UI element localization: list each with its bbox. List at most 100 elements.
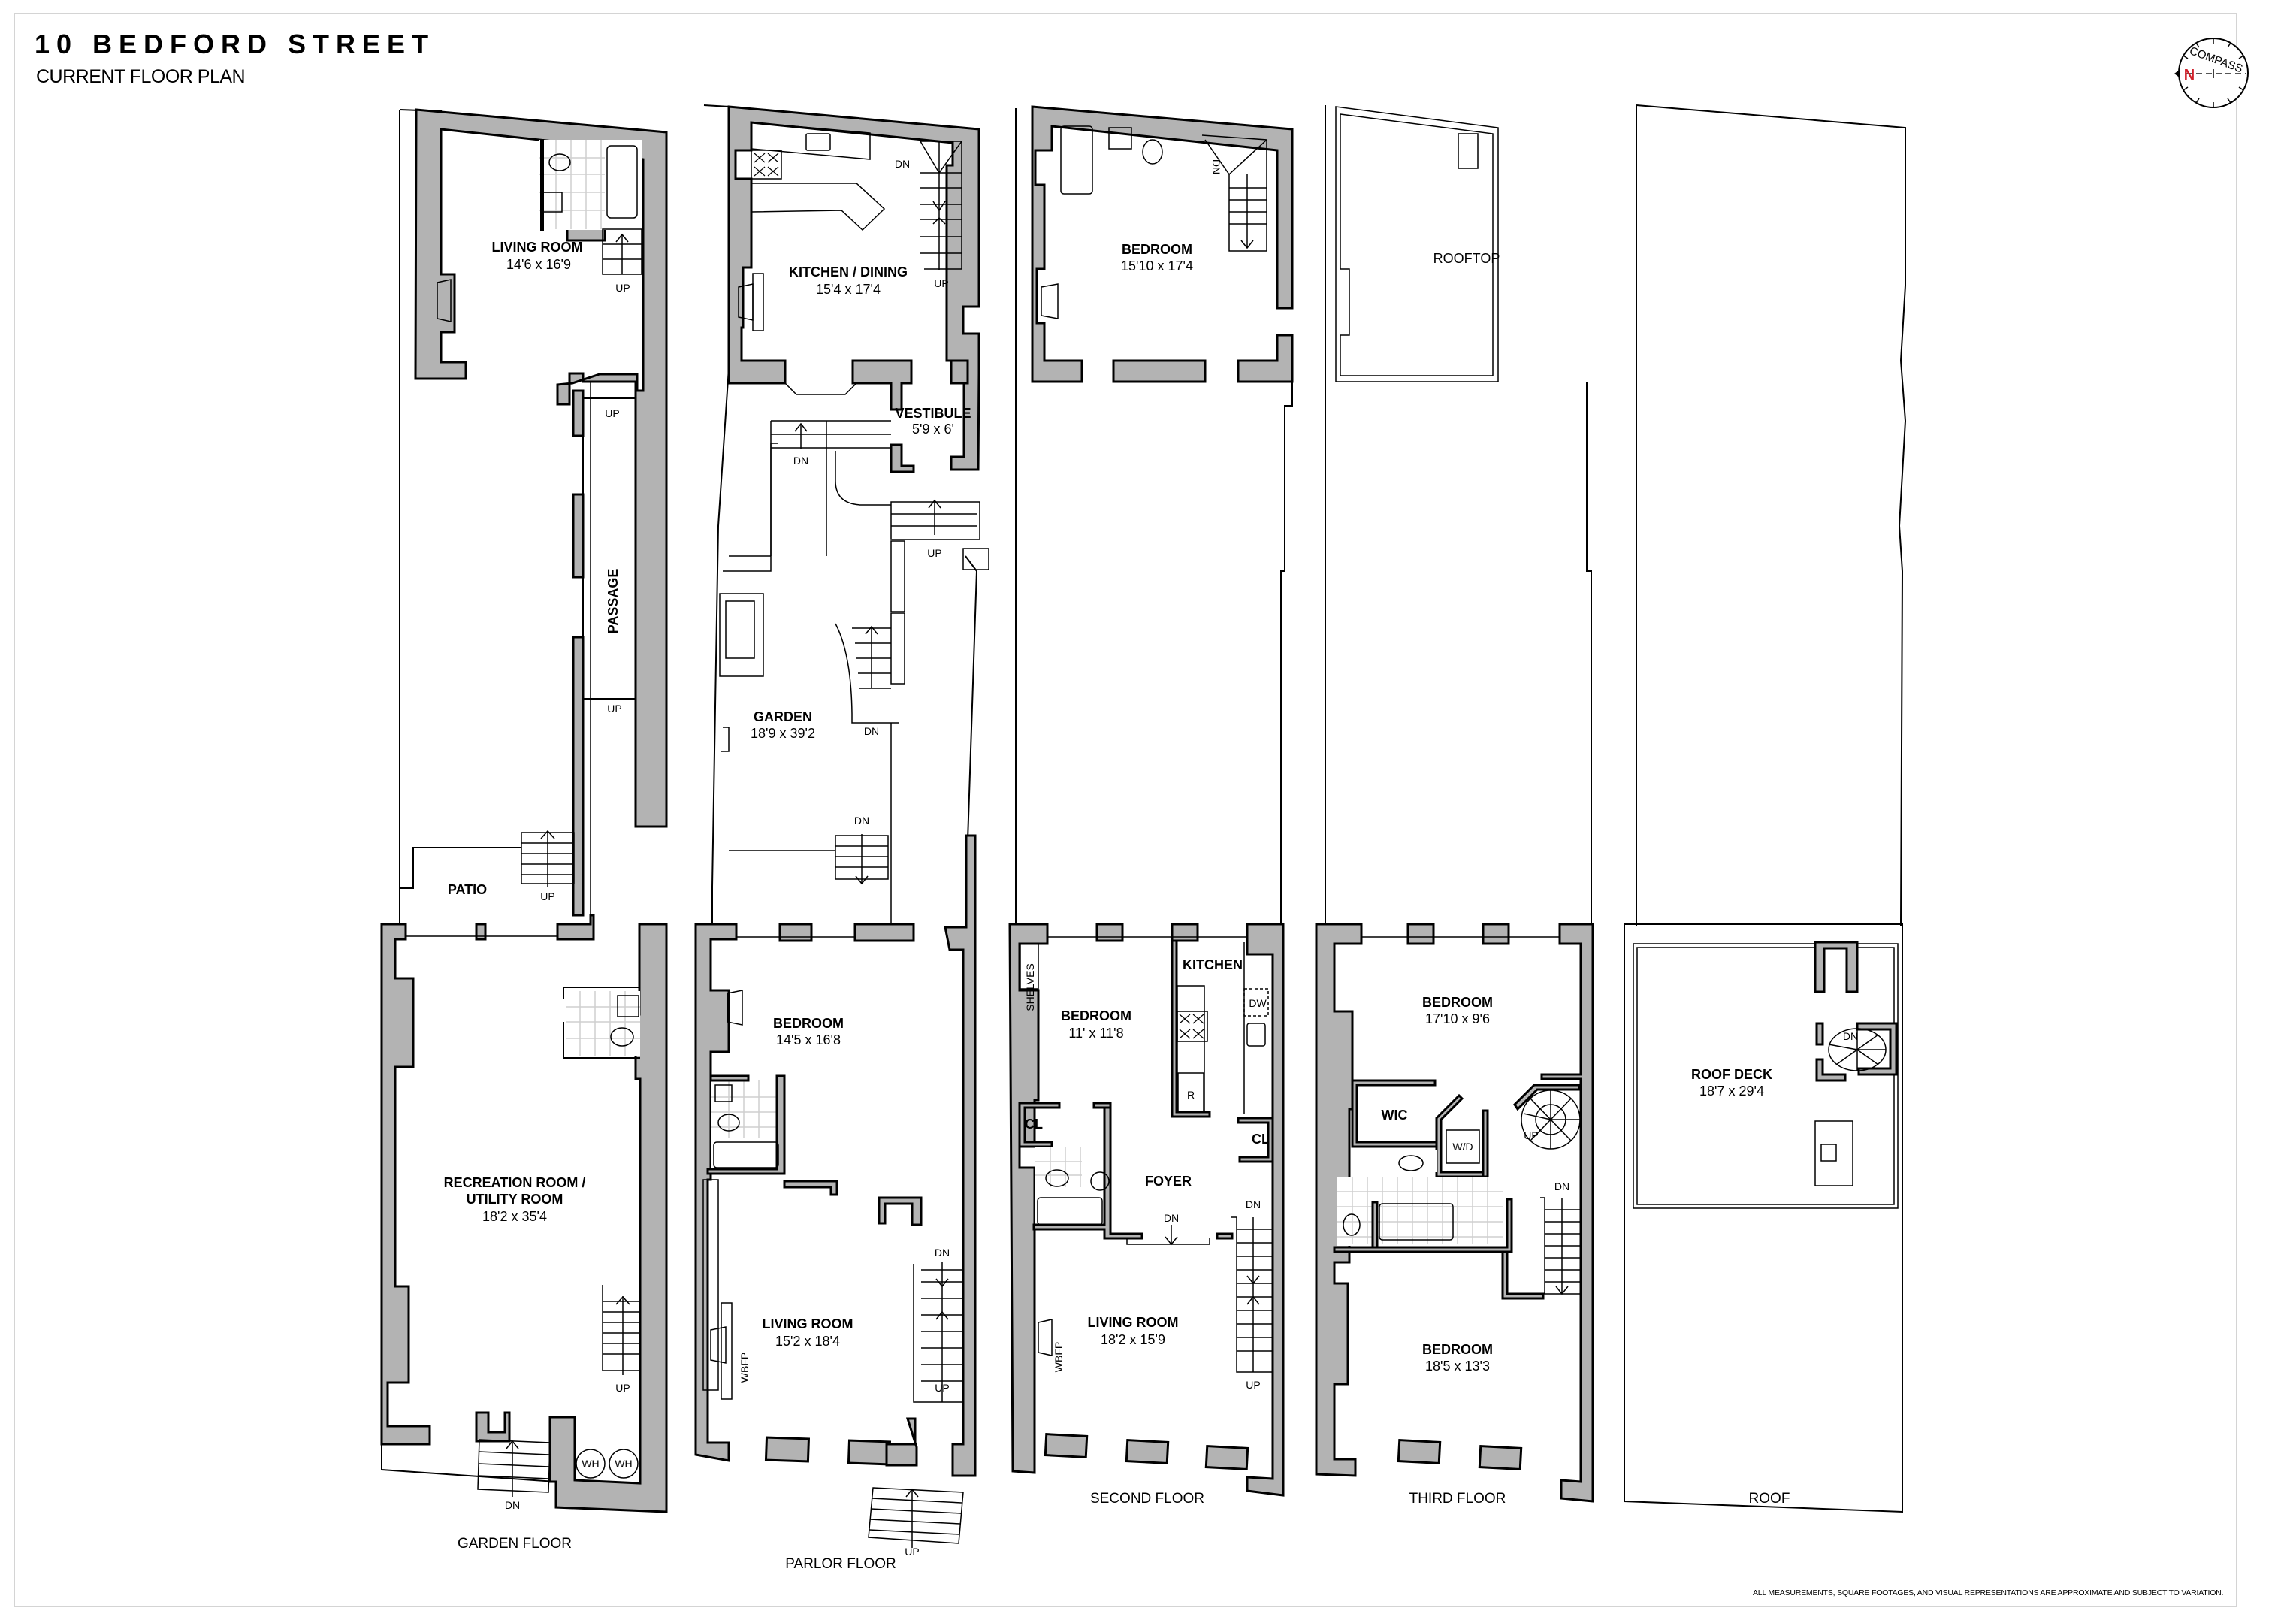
stair-up-label: UP — [935, 1382, 949, 1394]
dishwasher-icon — [1243, 988, 1269, 1017]
room-dim-roof-deck: 18'7 x 29'4 — [1699, 1084, 1764, 1099]
room-name-second-rear-bedroom: BEDROOM — [1122, 242, 1192, 257]
outdoor-kitchen-counter — [1814, 1120, 1853, 1186]
stove-icon — [751, 150, 782, 180]
water-heater-label: WH — [582, 1458, 599, 1470]
room-name-recreation: RECREATION ROOM / — [444, 1175, 586, 1190]
stair-up-label: UP — [615, 282, 630, 294]
room-dim-second-rear-bedroom: 15'10 x 17'4 — [1121, 258, 1193, 274]
stair-down-label: DN — [793, 455, 808, 467]
third-floor-plan: ROOFTOP BEDROOM 17'10 x 9'6 WIC W/D — [1315, 105, 1594, 1507]
room-name-closet: CL — [1025, 1117, 1043, 1132]
floor-label-garden: GARDEN FLOOR — [458, 1536, 572, 1552]
sink-icon — [1820, 1144, 1837, 1162]
bathtub-icon — [1037, 1197, 1103, 1226]
fireplace-icon — [1038, 1319, 1053, 1356]
stove-icon — [1177, 1011, 1208, 1042]
toilet-icon — [718, 1114, 740, 1132]
refrigerator-icon — [1177, 1072, 1204, 1113]
room-name-wic: WIC — [1382, 1108, 1408, 1123]
water-heater-label: WH — [615, 1458, 632, 1470]
stair-up-label: UP — [1524, 1129, 1538, 1141]
room-name-vestibule: VESTIBULE — [895, 406, 971, 421]
third-bathroom — [1333, 1150, 1513, 1253]
room-dim-second-living: 18'2 x 15'9 — [1101, 1332, 1165, 1347]
fireplace-icon — [437, 279, 452, 322]
stair-down-label: DN — [505, 1499, 520, 1511]
stair-up-label: UP — [605, 407, 619, 419]
refrigerator-label: R — [1187, 1089, 1195, 1101]
dishwasher-label: DW — [1249, 997, 1267, 1009]
fireplace-label: WBFP — [1053, 1342, 1065, 1372]
room-dim-garden-living: 14'6 x 16'9 — [506, 257, 571, 272]
water-heater-icon — [576, 1449, 606, 1479]
room-dim-vestibule: 5'9 x 6' — [912, 422, 954, 437]
bathtub-icon — [713, 1141, 779, 1168]
stair-up-label: UP — [927, 547, 941, 559]
garden-floor-plan: UP LIVING ROOM 14'6 x 16'9 UP PASSAGE UP… — [380, 108, 668, 1552]
room-name-garden: GARDEN — [754, 709, 812, 724]
sink-icon — [1108, 127, 1132, 150]
compass-north-label: N — [2184, 67, 2195, 83]
room-name-rooftop: ROOFTOP — [1433, 251, 1500, 266]
sink-icon — [1398, 1155, 1424, 1171]
property-title: 10 BEDFORD STREET — [35, 29, 436, 59]
room-name-second-bedroom: BEDROOM — [1061, 1008, 1131, 1023]
stair-down-label: DN — [1210, 159, 1222, 174]
stair-down-label: DN — [1554, 1180, 1569, 1192]
toilet-icon — [548, 153, 571, 171]
floor-label-roof: ROOF — [1749, 1491, 1790, 1507]
room-name-passage: PASSAGE — [606, 569, 621, 634]
room-name-utility: UTILITY ROOM — [467, 1192, 563, 1207]
room-dim-kitchen-dining: 15'4 x 17'4 — [816, 282, 881, 297]
roof-plan: DN ROOF DECK 18'7 x 29'4 ROOF — [1624, 104, 1907, 1513]
fireplace-icon — [1041, 283, 1059, 319]
bathtub-icon — [1379, 1203, 1454, 1241]
stair-up-label: UP — [607, 703, 621, 715]
garden-bathroom — [539, 139, 642, 231]
washer-dryer-icon — [1446, 1129, 1480, 1164]
sink-icon — [1246, 1023, 1266, 1047]
room-name-kitchen-dining: KITCHEN / DINING — [789, 264, 908, 280]
room-dim-parlor-living: 15'2 x 18'4 — [775, 1334, 840, 1349]
room-name-second-kitchen: KITCHEN — [1183, 957, 1243, 972]
stair-down-label: DN — [935, 1247, 950, 1259]
stair-up-label: UP — [540, 890, 554, 902]
room-name-third-bedroom-rear: BEDROOM — [1422, 1342, 1493, 1357]
stair-up-label: UP — [934, 277, 948, 289]
room-dim-third-bedroom-front: 17'10 x 9'6 — [1425, 1011, 1490, 1026]
compass-icon: N COMPASS — [2174, 38, 2249, 108]
second-bathroom — [1032, 1105, 1143, 1240]
room-dim-parlor-bedroom: 14'5 x 16'8 — [776, 1032, 841, 1047]
washer-dryer-label: W/D — [1452, 1141, 1473, 1153]
fireplace-icon — [727, 990, 743, 1026]
stair-up-label: UP — [905, 1546, 919, 1558]
floor-label-third: THIRD FLOOR — [1409, 1491, 1506, 1507]
floor-label-second: SECOND FLOOR — [1090, 1491, 1204, 1507]
second-floor-plan: DN BEDROOM 15'10 x 17'4 SHELVES BEDROOM … — [1008, 105, 1294, 1507]
stair-down-label: DN — [1164, 1212, 1179, 1224]
room-name-foyer: FOYER — [1145, 1174, 1192, 1189]
toilet-icon — [610, 1027, 634, 1047]
sink-icon — [542, 192, 563, 213]
room-dim-recreation: 18'2 x 35'4 — [482, 1209, 547, 1224]
stair-down-label: DN — [854, 815, 869, 827]
stair-down-label: DN — [895, 158, 910, 170]
room-name-parlor-living: LIVING ROOM — [763, 1316, 853, 1331]
toilet-icon — [1142, 139, 1163, 165]
stair-up-label: UP — [615, 1382, 630, 1394]
sink-icon — [617, 995, 639, 1017]
stair-up-label: UP — [1246, 1379, 1260, 1391]
toilet-icon — [1343, 1213, 1361, 1236]
room-dim-garden: 18'9 x 39'2 — [751, 726, 815, 741]
room-name-second-living: LIVING ROOM — [1088, 1315, 1179, 1330]
toilet-icon — [1045, 1169, 1069, 1187]
room-name-garden-living: LIVING ROOM — [492, 240, 583, 255]
room-name-roof-deck: ROOF DECK — [1691, 1067, 1772, 1082]
room-name-patio: PATIO — [448, 882, 487, 897]
garden-powder-room — [563, 987, 640, 1059]
bathtub-icon — [606, 145, 638, 219]
parlor-floor-plan: DN UP KITCHEN / DINING 15'4 x 17'4 VESTI… — [694, 104, 989, 1572]
room-dim-third-bedroom-rear: 18'5 x 13'3 — [1425, 1359, 1490, 1374]
